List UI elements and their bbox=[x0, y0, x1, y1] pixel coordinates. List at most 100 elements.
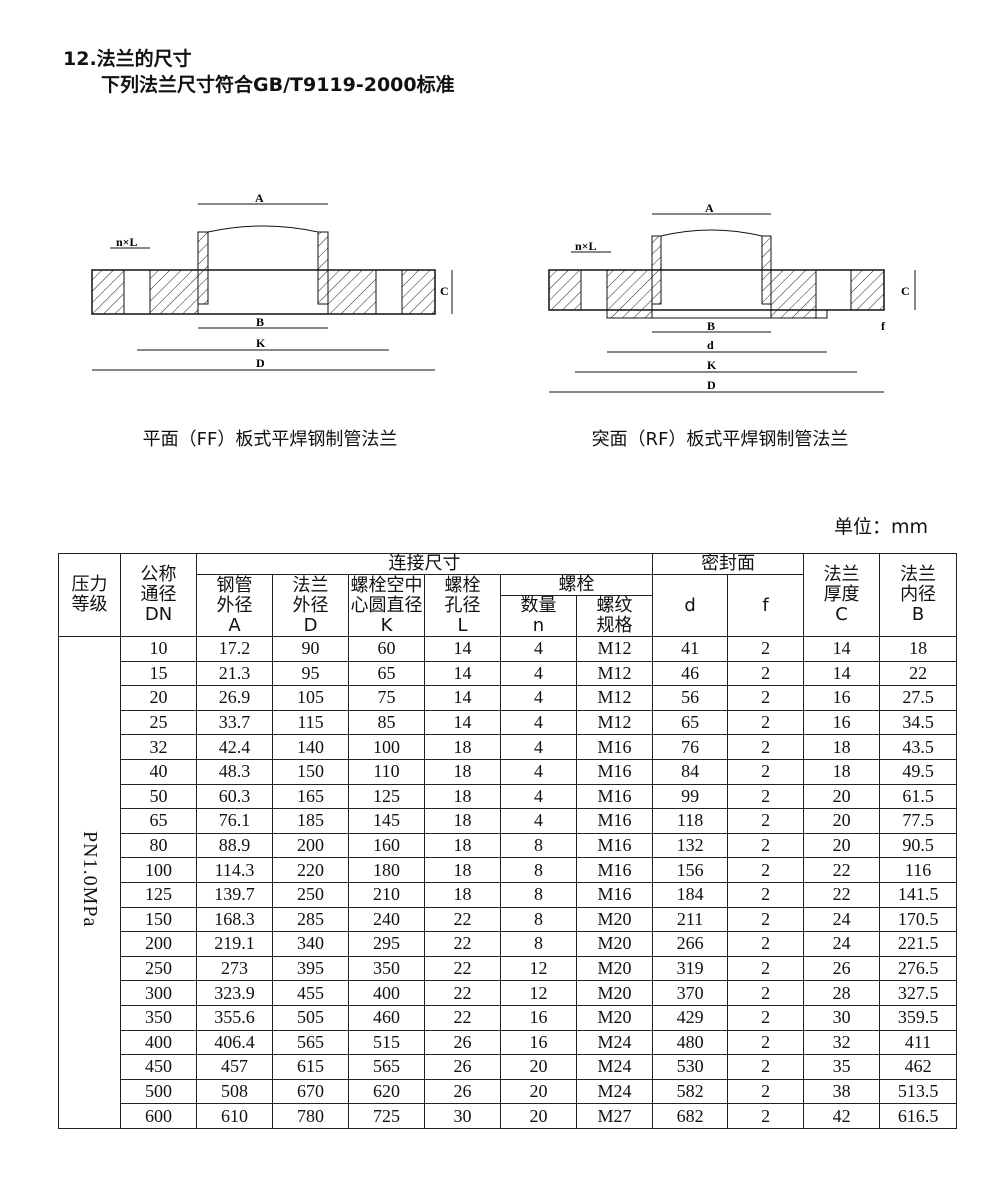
table-cell: 4 bbox=[500, 734, 577, 760]
table-cell: 76 bbox=[652, 734, 729, 760]
table-cell: 220 bbox=[272, 857, 349, 883]
table-cell: 211 bbox=[652, 906, 729, 933]
table-cell: 4 bbox=[500, 685, 577, 711]
table-cell: 140 bbox=[272, 734, 349, 760]
table-cell: 457 bbox=[196, 1054, 273, 1080]
table-cell: 20 bbox=[500, 1103, 577, 1129]
table-cell: 24 bbox=[803, 931, 881, 957]
table-cell: 150 bbox=[120, 906, 197, 933]
table-cell: 22 bbox=[803, 857, 881, 883]
table-cell: 285 bbox=[272, 906, 349, 933]
table-cell: 4 bbox=[500, 783, 577, 810]
table-cell: 480 bbox=[652, 1029, 729, 1056]
table-cell: 4 bbox=[500, 660, 577, 687]
table-cell: 65 bbox=[652, 709, 729, 736]
unit-label: 单位：mm bbox=[833, 516, 928, 538]
table-cell: 295 bbox=[348, 931, 425, 957]
table-cell: 620 bbox=[348, 1078, 425, 1105]
table-cell: 20 bbox=[803, 783, 881, 810]
table-cell: 18 bbox=[803, 758, 881, 785]
table-cell: M12 bbox=[575, 709, 654, 736]
table-cell: 160 bbox=[348, 832, 425, 859]
table-cell: 22 bbox=[424, 955, 501, 982]
table-cell: 46 bbox=[652, 660, 729, 687]
table-cell: 411 bbox=[879, 1029, 958, 1056]
table-cell: M20 bbox=[575, 980, 654, 1006]
table-cell: 2 bbox=[727, 636, 805, 662]
table-cell: 8 bbox=[500, 832, 577, 859]
table-cell: 219.1 bbox=[196, 931, 273, 957]
table-cell: 84 bbox=[652, 758, 729, 785]
dim-d-small-label: d bbox=[707, 338, 714, 352]
table-cell: 610 bbox=[196, 1103, 273, 1129]
table-cell: 65 bbox=[348, 660, 425, 687]
table-cell: M16 bbox=[575, 808, 654, 834]
table-cell: 18 bbox=[424, 808, 501, 834]
table-cell: 20 bbox=[500, 1054, 577, 1080]
table-cell: 14 bbox=[424, 636, 501, 662]
table-cell: 141.5 bbox=[879, 881, 958, 908]
table-cell: 114.3 bbox=[196, 857, 273, 883]
table-cell: 2 bbox=[727, 758, 805, 785]
table-cell: 20 bbox=[803, 808, 881, 834]
header-connection: 连接尺寸 bbox=[195, 553, 654, 575]
table-cell: 21.3 bbox=[196, 660, 273, 687]
table-cell: 462 bbox=[879, 1054, 958, 1080]
table-cell: 132 bbox=[652, 832, 729, 859]
table-cell: 32 bbox=[803, 1029, 881, 1056]
table-cell: M20 bbox=[575, 955, 654, 982]
table-cell: 56 bbox=[652, 685, 729, 711]
table-cell: 165 bbox=[272, 783, 349, 810]
table-cell: 90 bbox=[272, 636, 349, 662]
ff-flange-diagram: A B K D C n×L bbox=[80, 190, 453, 380]
table-cell: 24 bbox=[803, 906, 881, 933]
table-cell: 616.5 bbox=[879, 1103, 958, 1129]
table-cell: 582 bbox=[652, 1078, 729, 1105]
header-bolt-thread: 螺纹规格 bbox=[575, 595, 654, 637]
table-cell: 530 bbox=[652, 1054, 729, 1080]
table-cell: 90.5 bbox=[879, 832, 958, 859]
table-cell: 2 bbox=[727, 1078, 805, 1105]
table-cell: 12 bbox=[500, 955, 577, 982]
table-cell: 500 bbox=[120, 1078, 197, 1105]
table-cell: 240 bbox=[348, 906, 425, 933]
dim-b-label: B bbox=[256, 315, 264, 329]
table-cell: 26 bbox=[424, 1078, 501, 1105]
table-cell: 145 bbox=[348, 808, 425, 834]
table-cell: 184 bbox=[652, 881, 729, 908]
table-cell: 18 bbox=[424, 734, 501, 760]
table-cell: 125 bbox=[348, 783, 425, 810]
table-cell: 41 bbox=[652, 636, 729, 662]
dim-k-label: K bbox=[707, 358, 717, 372]
dim-k-label: K bbox=[256, 336, 266, 350]
table-cell: 250 bbox=[272, 881, 349, 908]
table-cell: M20 bbox=[575, 1004, 654, 1031]
table-cell: 210 bbox=[348, 881, 425, 908]
table-cell: 61.5 bbox=[879, 783, 958, 810]
table-cell: 33.7 bbox=[196, 709, 273, 736]
table-cell: 110 bbox=[348, 758, 425, 785]
dim-d-label: D bbox=[707, 378, 716, 392]
table-cell: 18 bbox=[424, 783, 501, 810]
table-cell: 17.2 bbox=[196, 636, 273, 662]
table-cell: 505 bbox=[272, 1004, 349, 1031]
table-cell: 80 bbox=[120, 832, 197, 859]
table-cell: 14 bbox=[424, 709, 501, 736]
rf-flange-diagram: A B d K D C f n×L bbox=[535, 190, 916, 410]
dim-nl-label: n×L bbox=[575, 239, 597, 253]
table-cell: 406.4 bbox=[196, 1029, 273, 1056]
table-cell: 370 bbox=[652, 980, 729, 1006]
header-bolts: 螺栓 bbox=[499, 574, 654, 596]
table-cell: 85 bbox=[348, 709, 425, 736]
table-cell: 26 bbox=[803, 955, 881, 982]
table-cell: 2 bbox=[727, 931, 805, 957]
table-cell: 99 bbox=[652, 783, 729, 810]
